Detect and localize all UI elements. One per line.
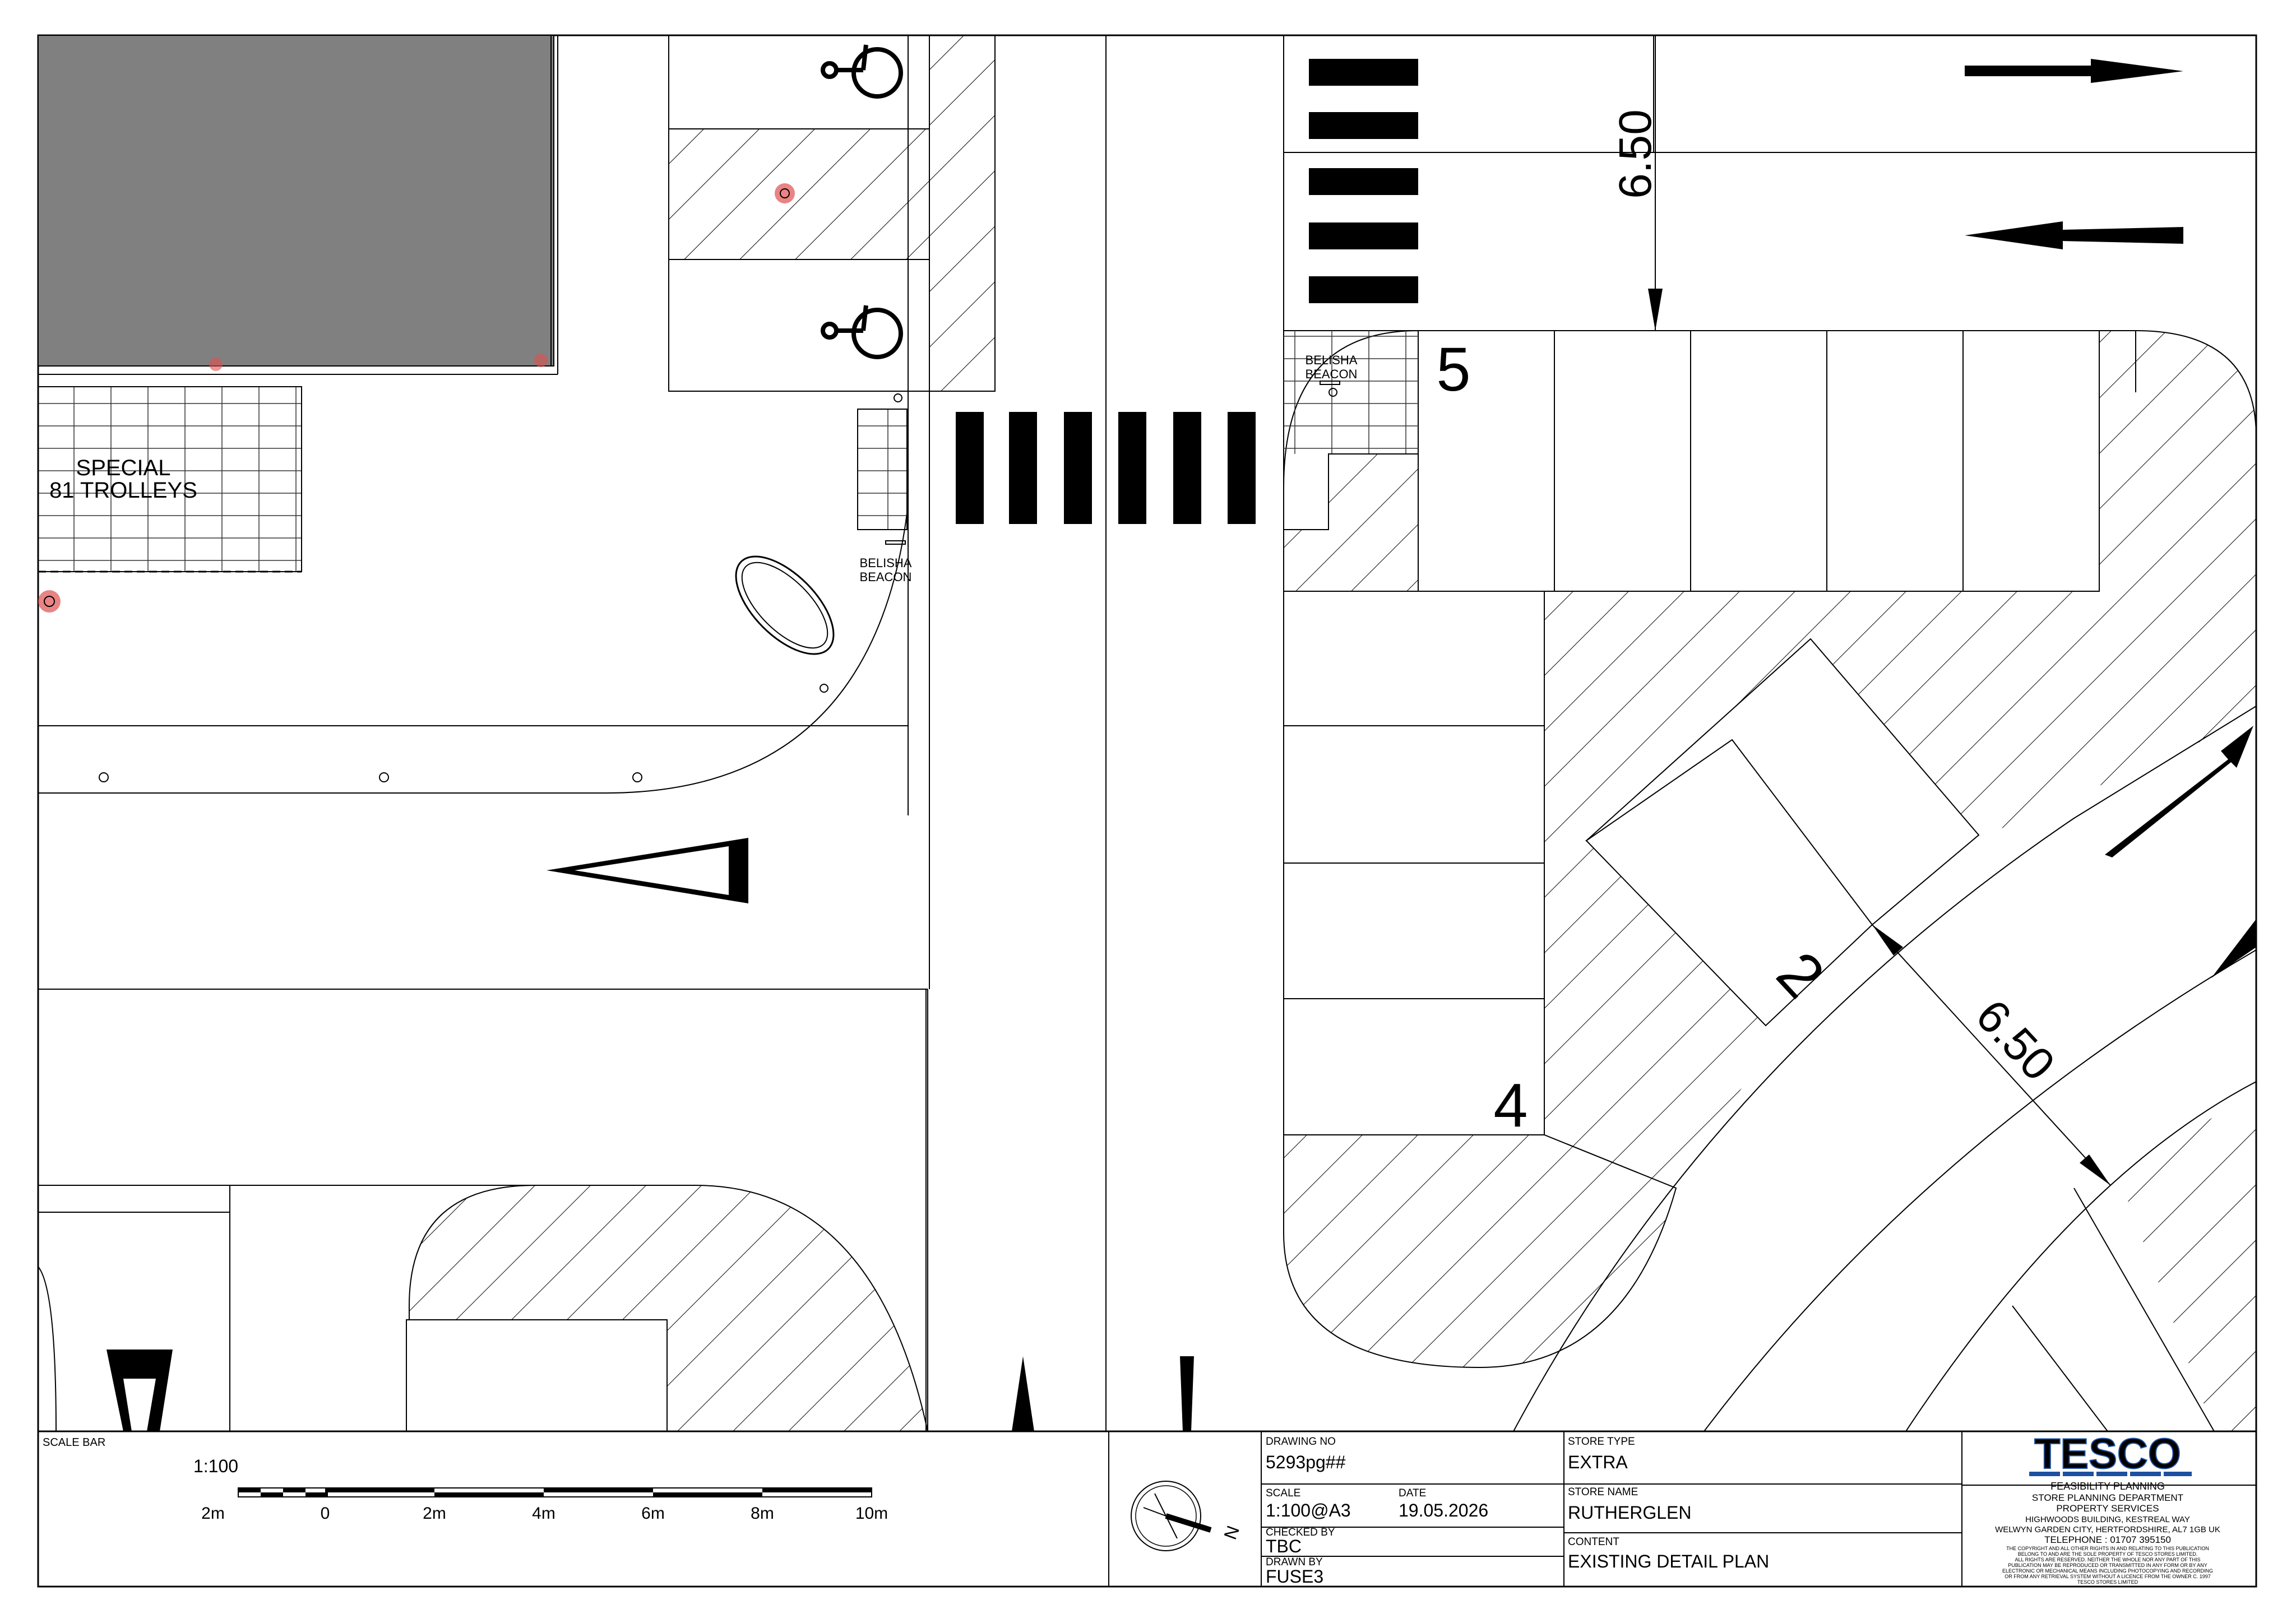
scale-tick: 8m (751, 1504, 774, 1523)
direction-arrow-diagonal (2105, 726, 2253, 857)
company-line: TELEPHONE : 01707 395150 (2044, 1534, 2171, 1545)
tesco-logo: TESCO (2029, 1430, 2192, 1478)
copyright-line: ALL RIGHTS ARE RESERVED. NEITHER THE WHO… (2015, 1557, 2200, 1562)
beacon-label-right-2: BEACON (1306, 367, 1358, 381)
scale-tick: 2m (201, 1504, 225, 1523)
scale-bar-heading: SCALE BAR (43, 1436, 105, 1449)
beacon-label-left-2: BEACON (860, 570, 912, 584)
copyright-line: ELECTRONIC OR MECHANICAL MEANS INCLUDING… (2002, 1568, 2213, 1574)
copyright-line: PUBLICATION MAY BE REPRODUCED OR TRANSMI… (2008, 1562, 2207, 1568)
trolley-bay (38, 386, 302, 572)
direction-arrow-right (1965, 59, 2183, 83)
plan-area (38, 35, 2256, 1431)
scale-tick: 4m (532, 1504, 556, 1523)
checked-by-label: CHECKED BY (1266, 1527, 1335, 1538)
date-value: 19.05.2026 (1399, 1500, 1488, 1520)
drawn-by-label: DRAWN BY (1266, 1556, 1323, 1568)
company-line: WELWYN GARDEN CITY, HERTFORDSHIRE, AL7 1… (1995, 1525, 2220, 1534)
company-line: HIGHWOODS BUILDING, KESTREAL WAY (2025, 1515, 2190, 1524)
trolley-label-line2: 81 TROLLEYS (49, 478, 197, 503)
scale-label: SCALE (1266, 1487, 1300, 1499)
company-line: FEASIBILITY PLANNING (2050, 1481, 2165, 1492)
copyright-line: BELONG TO AND ARE THE SOLE PROPERTY OF T… (2018, 1551, 2197, 1557)
bay-number-4: 4 (1493, 1071, 1527, 1140)
copyright-line: OR FROM ANY RETRIEVAL SYSTEM WITHOUT A L… (2005, 1574, 2211, 1579)
content-value: EXISTING DETAIL PLAN (1568, 1551, 1769, 1571)
copyright-line: TESCO STORES LIMITED (2077, 1579, 2138, 1585)
date-label: DATE (1399, 1487, 1426, 1499)
north-arrow-icon (1131, 1481, 1212, 1551)
traffic-island (735, 555, 835, 655)
store-name: RUTHERGLEN (1568, 1503, 1691, 1523)
drawn-by: FUSE3 (1266, 1566, 1323, 1587)
scale-value: 1:100@A3 (1266, 1500, 1351, 1520)
content-label: CONTENT (1568, 1536, 1619, 1548)
trolley-label-line1: SPECIAL (76, 456, 171, 480)
scale-tick: 2m (423, 1504, 446, 1523)
disabled-parking-icon (821, 305, 903, 359)
beacon-label-right-1: BELISHA (1306, 353, 1358, 367)
drawing-frame (37, 34, 2257, 1588)
disabled-parking-icon (821, 44, 903, 99)
store-type: EXTRA (1568, 1452, 1628, 1472)
dimension-top: 6.50 (1610, 109, 1661, 199)
zebra-crossing-top (1309, 59, 1418, 303)
scale-tick: 10m (855, 1504, 888, 1523)
beacon-label-left-1: BELISHA (860, 556, 912, 570)
scale-ratio: 1:100 (193, 1456, 238, 1476)
checked-by: TBC (1266, 1536, 1302, 1556)
company-line: STORE PLANNING DEPARTMENT (2032, 1492, 2183, 1503)
scale-tick: 6m (641, 1504, 665, 1523)
drawing-no: 5293pg## (1266, 1452, 1346, 1472)
north-label: N (1220, 1523, 1243, 1542)
zebra-crossing (956, 412, 1256, 524)
bay-number-5: 5 (1436, 335, 1470, 404)
building-block (38, 35, 554, 367)
scale-bar (238, 1487, 872, 1497)
store-name-label: STORE NAME (1568, 1486, 1638, 1498)
company-line: PROPERTY SERVICES (2056, 1503, 2159, 1514)
copyright-line: THE COPYRIGHT AND ALL OTHER RIGHTS IN AN… (2006, 1546, 2209, 1551)
direction-arrow-left (1965, 221, 2183, 249)
dimension-diagonal: 6.50 (1966, 990, 2064, 1091)
scale-tick: 0 (321, 1504, 330, 1523)
drawing-no-label: DRAWING NO (1266, 1436, 1336, 1448)
title-block: SCALE BAR 1:100 2m 0 2m 4m 6m 8m 10m (38, 1430, 2256, 1587)
logo-text: TESCO (2034, 1430, 2181, 1478)
store-type-label: STORE TYPE (1568, 1436, 1635, 1448)
